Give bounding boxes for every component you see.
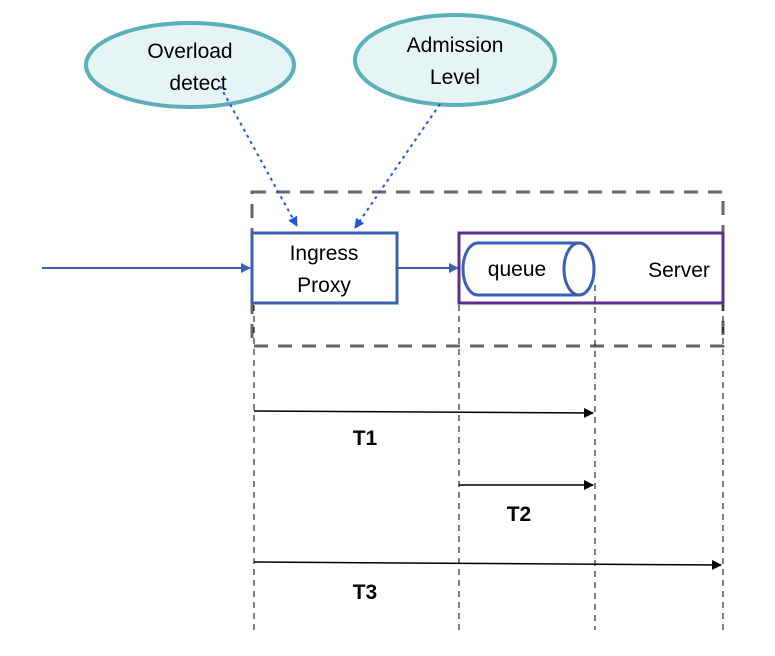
overload-detect-node: Overload detect (84, 21, 296, 109)
ingress-proxy-line2: Proxy (297, 274, 351, 297)
ingress-proxy-node: Ingress Proxy (250, 231, 399, 305)
t3-label: T3 (353, 581, 378, 604)
t1-arrow (253, 407, 594, 418)
overload-detect-line1: Overload (147, 40, 232, 63)
queue-node: queue (461, 241, 596, 297)
server-label: Server (648, 259, 710, 282)
admission-to-proxy-arrow (354, 103, 441, 229)
queue-label: queue (488, 258, 546, 281)
t2-label: T2 (507, 503, 532, 526)
overload-detect-line2: detect (169, 72, 226, 95)
admission-level-line2: Level (430, 66, 480, 89)
admission-level-node: Admission Level (353, 13, 557, 107)
ingress-proxy-line1: Ingress (290, 242, 359, 265)
t3-arrow (253, 559, 722, 570)
overload-to-proxy-arrow (219, 85, 298, 227)
t1-label: T1 (353, 427, 378, 450)
admission-level-line1: Admission (407, 34, 504, 57)
